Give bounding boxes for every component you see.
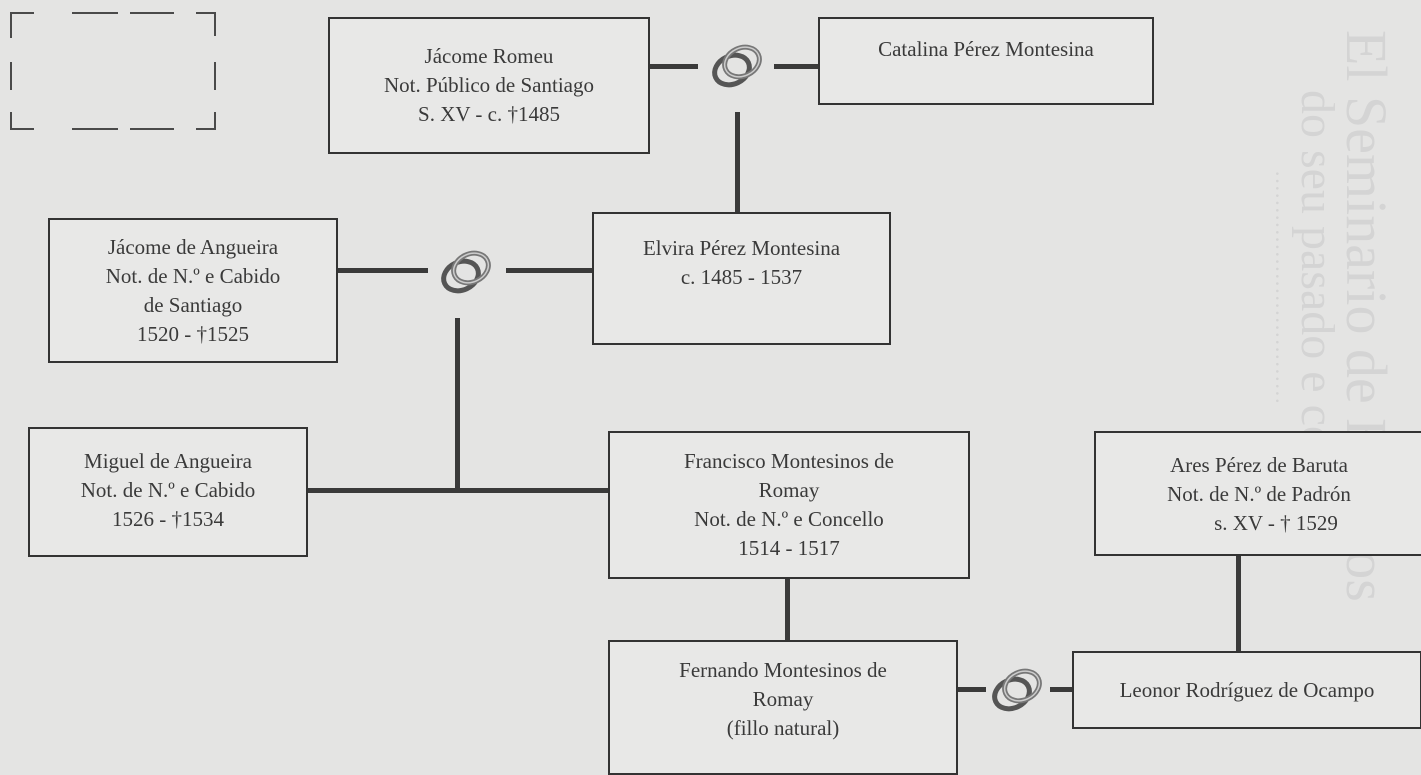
person-note: (fillo natural): [726, 716, 840, 740]
person-name: Francisco Montesinos de: [684, 449, 894, 473]
person-name: Catalina Pérez Montesina: [878, 37, 1094, 61]
person-dates: c. 1485 - 1537: [680, 265, 803, 289]
person-name-cont: Romay: [758, 478, 820, 502]
wedding-rings-icon: [441, 250, 491, 294]
person-title: Not. de N.º e Cabido: [105, 263, 281, 288]
person-jacome-angueira: Jácome de Angueira Not. de N.º e Cabido …: [48, 218, 338, 363]
person-name: Jácome Romeu: [424, 44, 554, 68]
wedding-rings-icon: [992, 668, 1042, 712]
connector-romeu-rings: [648, 64, 698, 69]
person-catalina: Catalina Pérez Montesina: [818, 17, 1154, 105]
connector-romeu-elvira: [735, 112, 740, 214]
connector-angueira-rings: [336, 268, 428, 273]
person-name: Leonor Rodríguez de Ocampo: [1119, 677, 1375, 702]
person-title-cont: de Santiago: [143, 292, 243, 317]
connector-francisco-fernando: [785, 578, 790, 642]
person-title: Not. de N.º e Concello: [694, 507, 884, 531]
person-dates: 1514 - 1517: [738, 536, 840, 560]
person-title: Not. Público de Santiago: [384, 73, 594, 97]
person-name: Jácome de Angueira: [107, 234, 279, 259]
connector-fernando-rings: [956, 687, 986, 692]
person-title: Not. de N.º e Cabido: [80, 478, 256, 502]
connector-rings-catalina: [774, 64, 818, 69]
person-dates: s. XV - † 1529: [1214, 511, 1338, 535]
person-ares: Ares Pérez de Baruta Not. de N.º de Padr…: [1094, 431, 1421, 556]
connector-angueira-children: [455, 318, 460, 490]
person-dates: 1520 - †1525: [137, 321, 249, 346]
person-francisco: Francisco Montesinos de Romay Not. de N.…: [608, 431, 970, 579]
person-jacome-romeu: Jácome Romeu Not. Público de Santiago S.…: [328, 17, 650, 154]
person-name: Miguel de Angueira: [84, 449, 252, 473]
person-dates: S. XV - c. †1485: [418, 102, 560, 126]
person-dates: 1526 - †1534: [112, 507, 224, 531]
wedding-rings-icon: [712, 44, 762, 88]
person-title: Not. de N.º de Padrón: [1167, 482, 1351, 506]
person-name: Elvira Pérez Montesina: [642, 236, 841, 260]
background-watermark: El Seminario de Estudos do seu pasado e …: [1265, 30, 1399, 602]
connector-rings-elvira: [506, 268, 594, 273]
person-name-cont: Romay: [752, 687, 814, 711]
person-name: Ares Pérez de Baruta: [1170, 453, 1348, 477]
person-fernando: Fernando Montesinos de Romay (fillo natu…: [608, 640, 958, 775]
person-miguel: Miguel de Angueira Not. de N.º e Cabido …: [28, 427, 308, 557]
connector-rings-leonor: [1050, 687, 1074, 692]
person-name: Fernando Montesinos de: [679, 658, 887, 682]
person-leonor: Leonor Rodríguez de Ocampo: [1072, 651, 1421, 729]
person-elvira: Elvira Pérez Montesina c. 1485 - 1537: [592, 212, 891, 345]
connector-siblings: [306, 488, 608, 493]
connector-ares-leonor: [1236, 555, 1241, 653]
